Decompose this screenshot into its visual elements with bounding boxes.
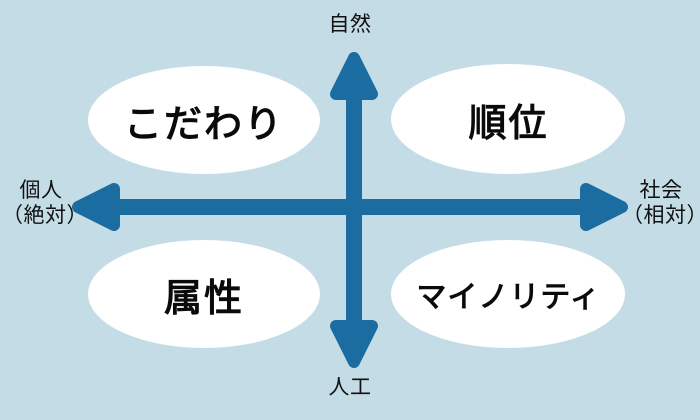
axis-label-top-text: 自然 <box>328 13 372 36</box>
bubble-label-top-right: 順位 <box>468 102 549 145</box>
vertical-axis-shaft <box>346 78 362 356</box>
arrowhead-up-icon <box>330 52 378 100</box>
bubble-label-bottom-left: 属性 <box>163 277 244 320</box>
bubble-label-bottom-right: マイノリティ <box>416 281 601 314</box>
axis-label-right-sublabel: （相対） <box>622 204 700 227</box>
axis-label-top: 自然 <box>0 12 700 37</box>
axis-label-bottom-text: 人工 <box>328 376 372 399</box>
axis-label-right: 社会 （相対） <box>622 178 700 228</box>
arrowhead-down-icon <box>330 320 378 368</box>
axis-label-right-text: 社会 <box>639 179 683 202</box>
arrowhead-right-icon <box>580 183 628 231</box>
arrowhead-left-icon <box>72 183 120 231</box>
axis-label-left: 個人 （絶対） <box>2 178 88 228</box>
horizontal-axis-shaft <box>100 199 600 215</box>
bubble-bottom-right <box>391 240 625 348</box>
bubble-top-right <box>391 64 625 174</box>
bubble-bottom-left <box>88 240 320 348</box>
axis-label-left-text: 個人 <box>19 179 63 202</box>
axis-label-left-sublabel: （絶対） <box>2 204 88 227</box>
axis-label-bottom: 人工 <box>0 375 700 400</box>
bubble-top-left <box>88 66 320 174</box>
bubble-label-top-left: こだわり <box>123 103 284 146</box>
